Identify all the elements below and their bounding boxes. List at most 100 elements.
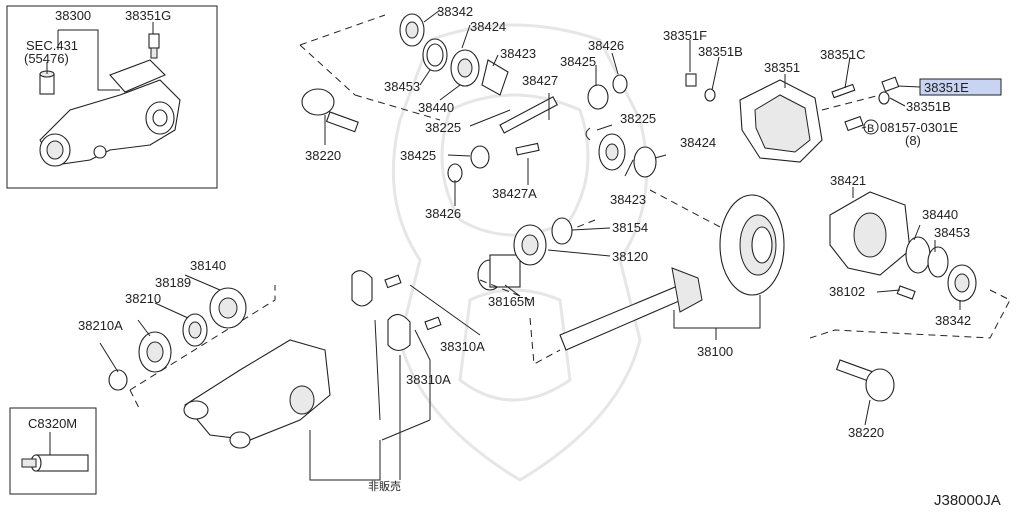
washer-38351B-lower-icon — [878, 91, 890, 105]
plug-38351F-icon — [685, 73, 697, 87]
label-38351B-upper: 38351B — [698, 44, 743, 59]
dashed-guide-upper — [299, 14, 441, 121]
label-C8320M: C8320M — [28, 416, 77, 431]
label-38351B-lower: 38351B — [906, 99, 951, 114]
pinion-38425-upper-icon — [587, 84, 609, 110]
rear-cover-38351-icon — [739, 79, 823, 163]
label-38440-upper: 38440 — [418, 100, 454, 115]
bearing-38140-icon — [209, 287, 247, 329]
drive-pinion-38100-icon — [559, 267, 703, 351]
label-08157-quantity: (8) — [905, 133, 921, 148]
shim-38453-icon — [422, 38, 448, 72]
label-38427A: 38427A — [492, 186, 537, 201]
label-38351E-highlight[interactable] — [919, 78, 1002, 96]
label-38310A-lower: 38310A — [406, 372, 451, 387]
washer-38426-upper-icon — [612, 74, 628, 94]
label-38424-upper: 38424 — [470, 19, 506, 34]
carrier-housing-icon — [183, 339, 331, 449]
washer-38424-lower-icon — [633, 146, 657, 178]
label-38165M: 38165M — [488, 294, 535, 309]
dashed-guide-ring — [649, 189, 723, 229]
label-38423-upper: 38423 — [500, 46, 536, 61]
label-38421: 38421 — [830, 173, 866, 188]
label-38120: 38120 — [612, 249, 648, 264]
final-drive-assembly-icon — [39, 59, 181, 167]
plug-38351E-icon — [881, 76, 900, 93]
label-38427: 38427 — [522, 73, 558, 88]
inset-frame — [6, 5, 218, 189]
ring-gear-icon — [719, 194, 785, 296]
label-38440-lower: 38440 — [922, 207, 958, 222]
label-08157-0301E: 08157-0301E — [880, 120, 958, 135]
label-38351E[interactable]: 38351E — [924, 80, 969, 95]
tool-c8320m-icon — [21, 454, 89, 472]
shim-38154-icon — [551, 217, 573, 245]
label-38425-upper: 38425 — [560, 54, 596, 69]
seal-55476-icon — [39, 70, 55, 95]
dashed-guide-center — [479, 219, 596, 301]
label-55476: (55476) — [24, 51, 69, 66]
bearing-38342-upper-icon — [399, 13, 425, 47]
bearing-cap-upper-icon — [351, 270, 402, 307]
inset-c8320m-frame — [9, 407, 97, 495]
label-38351: 38351 — [764, 60, 800, 75]
shim-38453-lower-icon — [927, 246, 949, 278]
label-38100: 38100 — [697, 344, 733, 359]
washer-38351B-upper-icon — [704, 88, 716, 102]
b-symbol: B — [867, 123, 874, 135]
side-gear-38423-lower-icon — [598, 133, 626, 171]
flange-38220-upper-icon — [301, 88, 359, 133]
label-38425-lower: 38425 — [400, 148, 436, 163]
label-38225-upper: 38225 — [425, 120, 461, 135]
label-38300: 38300 — [55, 8, 91, 23]
label-38225-lower: 38225 — [620, 111, 656, 126]
stud-38351C-icon — [831, 83, 856, 99]
label-38140: 38140 — [190, 258, 226, 273]
flange-38220-lower-icon — [835, 359, 895, 402]
watermark-emblem — [391, 23, 649, 482]
label-38423-lower: 38423 — [610, 192, 646, 207]
label-38351F: 38351F — [663, 28, 707, 43]
pinion-shaft-38427-icon — [499, 96, 558, 156]
dashed-guide-right — [809, 289, 1011, 339]
diff-case-38421-icon — [829, 191, 911, 276]
bearing-cap-lower-icon — [387, 313, 442, 352]
washer-38426-lower-icon — [447, 163, 463, 183]
label-38453-upper: 38453 — [384, 79, 420, 94]
label-38351G: 38351G — [125, 8, 171, 23]
label-38453-lower: 38453 — [934, 225, 970, 240]
label-38310A-upper: 38310A — [440, 339, 485, 354]
not-for-sale-label: 非販売 — [368, 480, 401, 493]
label-38189: 38189 — [155, 275, 191, 290]
flange-38210-icon — [138, 331, 172, 373]
label-38342-lower: 38342 — [935, 313, 971, 328]
bearing-38120-icon — [513, 224, 547, 266]
oil-seal-38189-icon — [182, 313, 208, 347]
bearing-38440-lower-icon — [905, 236, 931, 274]
label-38351C: 38351C — [820, 47, 866, 62]
bolt-08157-icon — [844, 115, 864, 132]
label-sec431: SEC.431 — [26, 38, 78, 53]
label-38210: 38210 — [125, 291, 161, 306]
label-38154: 38154 — [612, 220, 648, 235]
spacer-38165M-icon — [477, 254, 521, 291]
nut-38210A-icon — [108, 369, 128, 391]
label-38220-upper: 38220 — [305, 148, 341, 163]
diagram-code: J38000JA — [934, 492, 1001, 509]
label-38426-upper: 38426 — [588, 38, 624, 53]
label-38210A: 38210A — [78, 318, 123, 333]
label-38424-lower: 38424 — [680, 135, 716, 150]
bolt-38102-icon — [896, 285, 916, 300]
pinion-38425-lower-icon — [470, 145, 490, 169]
drain-plug-icon — [148, 33, 160, 59]
bearing-38342-lower-icon — [947, 264, 977, 302]
dashed-guide-lower-left — [129, 285, 276, 411]
label-38426-lower: 38426 — [425, 206, 461, 221]
label-38102: 38102 — [829, 284, 865, 299]
side-gear-38423-upper-icon — [481, 59, 509, 96]
b-symbol-circle — [863, 119, 879, 135]
bearing-38440-upper-icon — [450, 49, 480, 87]
label-38220-lower: 38220 — [848, 425, 884, 440]
dashed-guide-pinion — [529, 317, 561, 365]
